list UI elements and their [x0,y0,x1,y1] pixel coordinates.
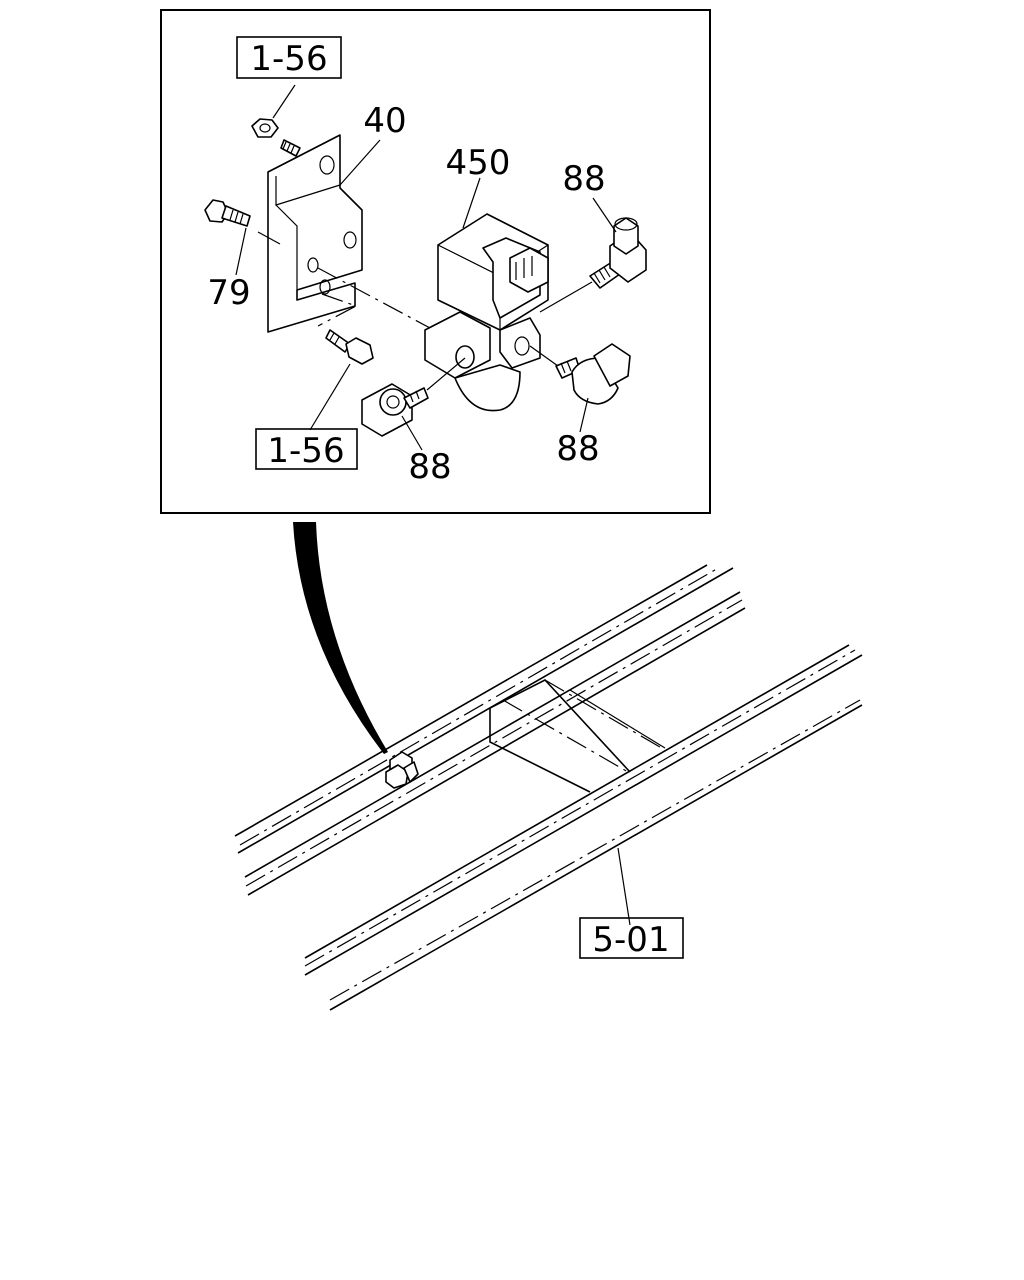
valve-location-marker [385,751,419,789]
ref-label-frame: 5-01 [592,920,669,960]
fitting-lower-left-part [361,383,429,437]
location-pointer [293,522,388,754]
fitting-lower-right-part [555,343,631,405]
ref-box-bottom [255,428,358,470]
ref-label-bottom: 1-56 [267,431,344,471]
callout-450: 450 [446,143,511,183]
bracket-part [267,134,363,333]
valve-450-part [424,213,549,412]
callout-79: 79 [207,273,250,313]
detail-inset-frame [160,9,711,514]
stud-part [280,139,301,157]
bolt-79-part [204,199,251,227]
callout-88-lower-right: 88 [556,429,599,469]
ref-box-frame [579,917,684,959]
callout-88-lower-left: 88 [408,447,451,487]
callout-88-upper-right: 88 [562,159,605,199]
inset-assembly-lines [235,84,617,451]
chassis-frame [234,564,863,1011]
ref-box-top [236,36,342,79]
lower-bolt-part [325,329,374,365]
ref-label-top: 1-56 [250,39,327,79]
nut-part [251,118,279,138]
fitting-upper-right-part [589,217,647,289]
callout-40: 40 [363,101,406,141]
